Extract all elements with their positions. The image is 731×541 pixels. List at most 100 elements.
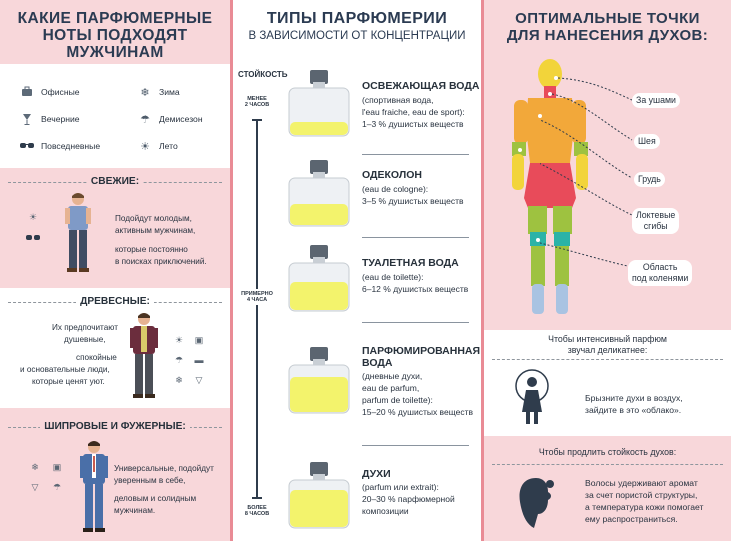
divider xyxy=(362,154,469,155)
woody-text: и основательные люди, xyxy=(20,365,110,374)
durability-scale xyxy=(256,120,258,498)
woody-header: ДРЕВЕСНЫЕ: xyxy=(0,296,230,307)
legend-label: Повседневные xyxy=(41,141,101,151)
durability-label: СТОЙКОСТЬ xyxy=(238,70,288,79)
legend-item-demiseason: ☂ Демисезон xyxy=(138,112,203,126)
sun-icon: ☀ xyxy=(28,212,38,222)
tip2-text: а температура кожи помогает xyxy=(585,502,704,512)
divider xyxy=(362,237,469,238)
legend-label: Офисные xyxy=(41,87,80,97)
type-desc: 20–30 % парфюмерной xyxy=(362,494,455,504)
type-desc: eau de parfum, xyxy=(362,383,420,393)
briefcase-icon xyxy=(20,85,34,99)
chypre-header: ШИПРОВЫЕ И ФУЖЕРНЫЕ: xyxy=(0,421,230,432)
scale-tick xyxy=(252,497,262,499)
tip2-text: за счет пористой структуры, xyxy=(585,490,698,500)
type-desc: 15–20 % душистых веществ xyxy=(362,407,473,417)
divider xyxy=(362,445,469,446)
point-neck: Шея xyxy=(634,134,660,149)
male-notes-column: КАКИЕ ПАРФЮМЕРНЫЕ НОТЫ ПОДХОДЯТ МУЖЧИНАМ… xyxy=(0,0,230,541)
legend-item-evening: Вечерние xyxy=(20,112,80,126)
woman-hair-icon xyxy=(519,478,554,528)
divider xyxy=(492,359,723,360)
tip1-text: Брызните духи в воздух, xyxy=(585,393,683,403)
legend-label: Вечерние xyxy=(41,114,80,124)
briefcase-icon: ▣ xyxy=(194,335,204,345)
perfume-bottle xyxy=(288,160,350,227)
title-line: КАКИЕ ПАРФЮМЕРНЫЕ xyxy=(17,10,213,27)
type-name-eau-de-parfum: ВОДА xyxy=(362,357,393,369)
type-name-cologne: ОДЕКОЛОН xyxy=(362,169,422,181)
legend-item-summer: ☀ Лето xyxy=(138,139,178,153)
legend-item-office: Офисные xyxy=(20,85,80,99)
title-line: НОТЫ ПОДХОДЯТ xyxy=(42,27,188,44)
title-line: ДЛЯ НАНЕСЕНИЯ ДУХОВ: xyxy=(506,27,709,44)
snowflake-icon: ❄ xyxy=(175,375,183,385)
tip2-text: ему распространиться. xyxy=(585,514,678,524)
woody-text: Их предпочитают xyxy=(52,323,118,332)
scale-tick xyxy=(252,119,262,121)
legend-label: Демисезон xyxy=(159,114,203,124)
woody-text: душевные, xyxy=(64,335,106,344)
type-name-eau-de-parfum: ПАРФЮМИРОВАННАЯ xyxy=(362,345,481,357)
body-figure xyxy=(512,59,588,314)
fresh-text: Подойдут молодым, xyxy=(115,214,192,223)
type-desc: l'eau fraiche, eau de sport): xyxy=(362,107,465,117)
perfume-types-column xyxy=(233,0,481,541)
title-line: ОПТИМАЛЬНЫЕ ТОЧКИ xyxy=(515,10,700,27)
male-notes-title: КАКИЕ ПАРФЮМЕРНЫЕ НОТЫ ПОДХОДЯТ МУЖЧИНАМ xyxy=(0,10,230,61)
type-desc: (eau de cologne): xyxy=(362,184,429,194)
snowflake-icon: ❄ xyxy=(31,462,39,472)
legend-item-winter: ❄ Зима xyxy=(138,85,180,99)
chypre-text: деловым и солидным xyxy=(114,494,197,503)
type-desc: 3–5 % душистых веществ xyxy=(362,196,464,206)
sun-icon: ☀ xyxy=(140,140,150,153)
type-desc: (eau de toilette): xyxy=(362,272,424,282)
tip1-text: зайдите в это «облако». xyxy=(585,405,682,415)
perfume-bottle xyxy=(288,245,350,312)
point-chest: Грудь xyxy=(634,172,665,187)
snowflake-icon: ❄ xyxy=(140,86,150,99)
perfume-types-subtitle: В ЗАВИСИМОСТИ ОТ КОНЦЕНТРАЦИИ xyxy=(248,30,466,42)
woody-text: которые ценят уют. xyxy=(32,377,105,386)
divider xyxy=(492,464,723,465)
legend-item-casual: Повседневные xyxy=(20,139,100,153)
perfume-bottle xyxy=(288,462,350,529)
application-points-column xyxy=(484,0,731,541)
fresh-text: активным мужчинам, xyxy=(115,226,196,235)
column-separator xyxy=(481,0,484,541)
type-desc: parfum de toilette): xyxy=(362,395,433,405)
calm-man-illustration xyxy=(130,313,158,398)
type-name-perfume: ДУХИ xyxy=(362,468,391,480)
legend-label: Зима xyxy=(159,87,180,97)
fresh-text: которые постоянно xyxy=(115,245,188,254)
type-desc: (дневные духи, xyxy=(362,371,423,381)
glass-icon: ▽ xyxy=(195,375,203,385)
chypre-text: уверенным в себе, xyxy=(114,476,186,485)
woody-text: спокойные xyxy=(76,353,117,362)
briefcase-icon: ▣ xyxy=(52,462,62,472)
connector-lines xyxy=(540,77,633,268)
perfume-types-title: ТИПЫ ПАРФЮМЕРИИ xyxy=(266,10,448,27)
glass-icon xyxy=(20,112,34,126)
column-separator xyxy=(230,0,233,541)
point-behind-ears: За ушами xyxy=(632,93,680,108)
chypre-text: Универсальные, подойдут xyxy=(114,464,214,473)
umbrella-icon: ☂ xyxy=(140,113,150,126)
type-name-refreshing-water: ОСВЕЖАЮЩАЯ ВОДА xyxy=(362,80,480,92)
sunglasses-icon xyxy=(26,231,40,245)
sunglasses-icon: ▬ xyxy=(194,355,204,365)
divider xyxy=(362,322,469,323)
fresh-text: в поисках приключений. xyxy=(115,257,207,266)
tip2-text: Волосы удерживают аромат xyxy=(585,478,698,488)
umbrella-icon: ☂ xyxy=(174,355,184,365)
sunglasses-icon xyxy=(20,139,34,153)
young-man-illustration xyxy=(65,193,91,272)
application-points-title: ОПТИМАЛЬНЫЕ ТОЧКИ ДЛЯ НАНЕСЕНИЯ ДУХОВ: xyxy=(484,10,731,44)
fresh-header: СВЕЖИЕ: xyxy=(0,176,230,187)
